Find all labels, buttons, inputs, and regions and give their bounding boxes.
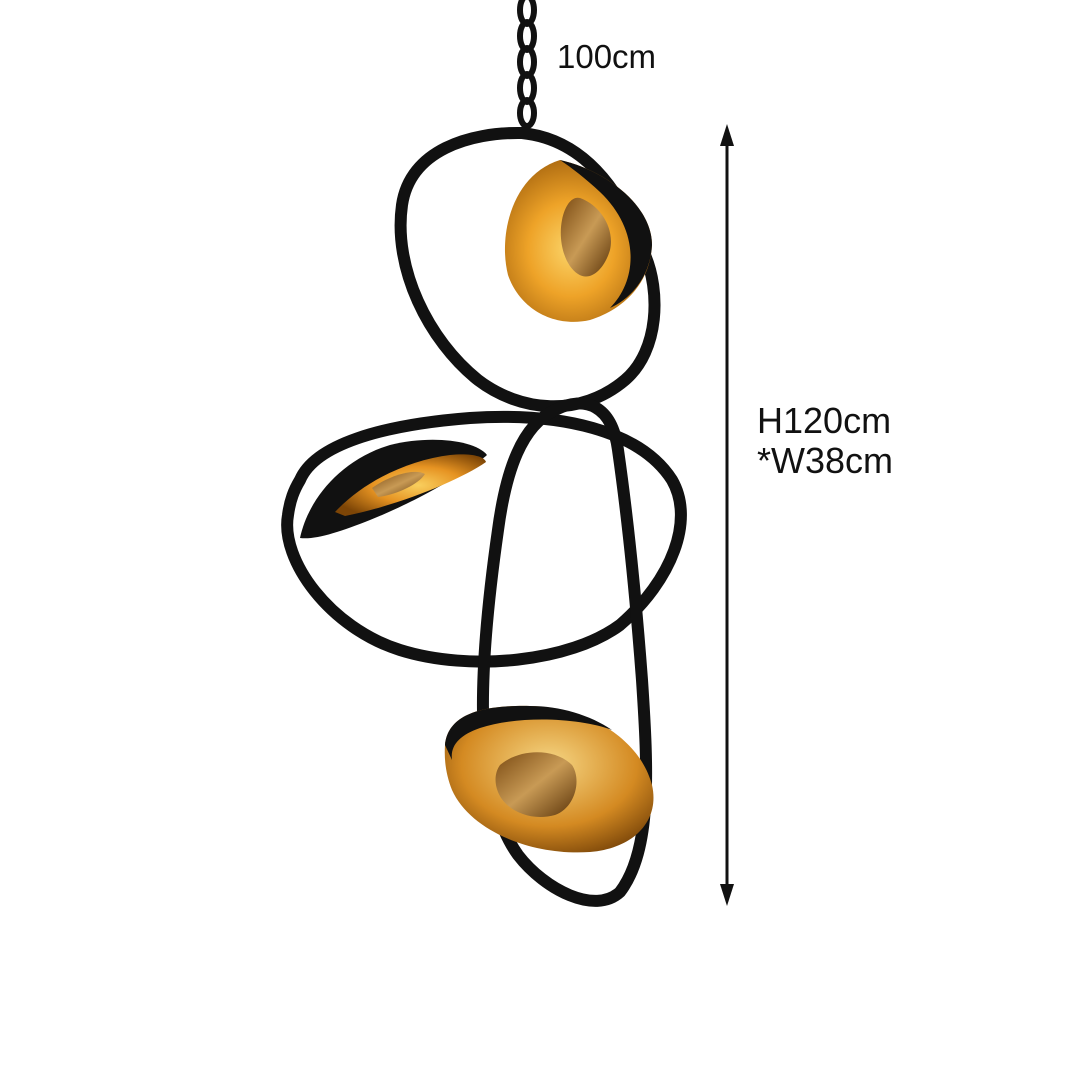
hanging-chain — [517, 0, 537, 129]
vertical-ring-frame — [476, 397, 653, 907]
dimensions-label: H120cm *W38cm — [757, 401, 893, 481]
top-shade — [504, 160, 652, 322]
middle-shade — [300, 439, 487, 539]
width-label: *W38cm — [757, 440, 894, 481]
height-dimension-arrow — [720, 124, 734, 906]
height-label: H120cm — [757, 400, 892, 441]
bottom-shade — [444, 705, 654, 853]
chain-length-label: 100cm — [557, 38, 657, 75]
